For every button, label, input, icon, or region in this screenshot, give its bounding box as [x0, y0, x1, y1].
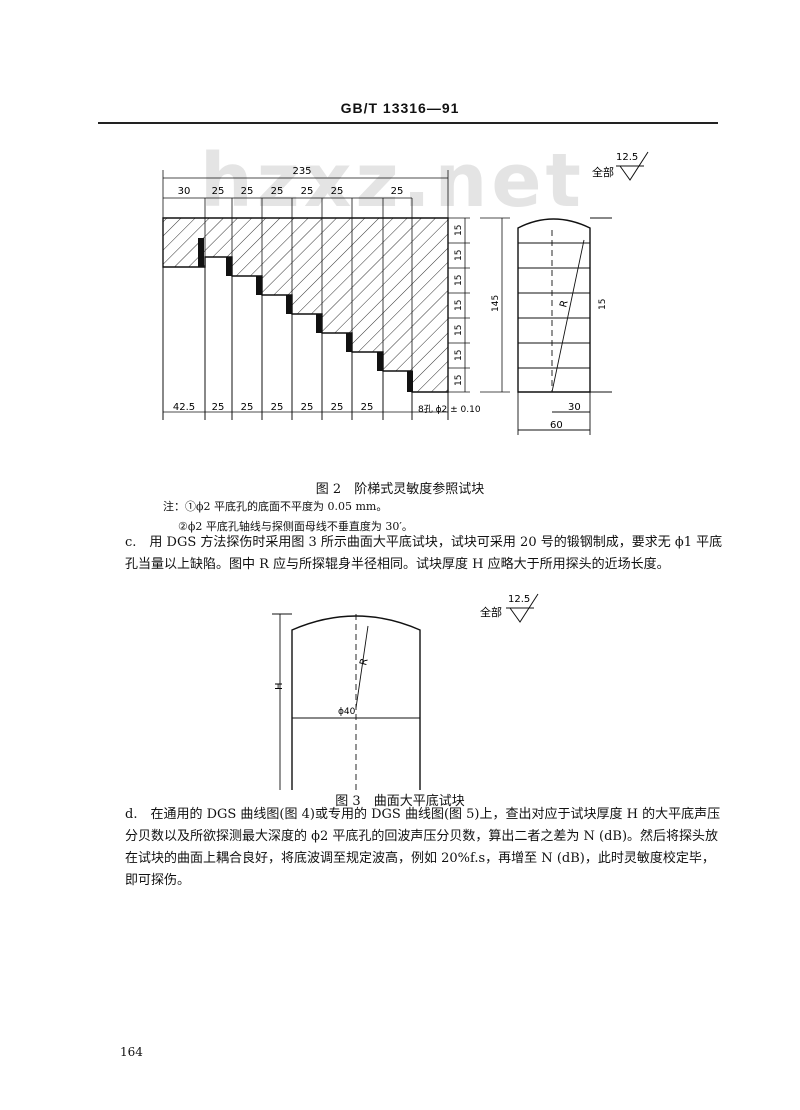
radius-label: R — [558, 299, 570, 309]
dim-top-3: 25 — [241, 186, 254, 197]
dim-top-4: 25 — [271, 186, 284, 197]
step-dim-3: 15 — [454, 275, 464, 286]
dim-bottom-1: 42.5 — [173, 402, 195, 413]
dim-60: 60 — [550, 420, 563, 431]
dim-bottom-7: 25 — [361, 402, 374, 413]
figure-3-drawing: H R ϕ40 全部 12.5 — [272, 593, 539, 790]
h-label: H — [274, 682, 285, 690]
roughness-symbol-3 — [509, 593, 539, 623]
note-1: 注：①ϕ2 平底孔的底面不平度为 0.05 mm。 — [163, 500, 388, 513]
side-view-outline — [517, 218, 591, 393]
step-dim-5: 15 — [454, 325, 464, 336]
step-dim-4: 15 — [454, 300, 464, 311]
hole-note: 8孔 ϕ2 ± 0.10 — [418, 404, 481, 415]
dim-top-2: 25 — [212, 186, 225, 197]
dim-bottom-6: 25 — [331, 402, 344, 413]
r-label: R — [358, 657, 370, 667]
dim-top-6: 25 — [331, 186, 344, 197]
figure-2-caption: 图 2 阶梯式灵敏度参照试块 — [315, 482, 485, 497]
paragraph-c: c. 用 DGS 方法探伤时采用图 3 所示曲面大平底试块，试块可采用 20 号… — [125, 535, 723, 572]
figure-2-drawing: 235 30 25 25 25 25 25 25 42.5 25 25 25 2… — [162, 151, 649, 435]
dim-145: 145 — [491, 295, 501, 312]
watermark: hzxz.net — [200, 138, 585, 224]
note-2: ②ϕ2 平底孔轴线与探侧面母线不垂直度为 30′。 — [178, 520, 413, 533]
step-dim-7: 15 — [454, 375, 464, 386]
dim-bottom-3: 25 — [241, 402, 254, 413]
step-dim-1: 15 — [454, 225, 464, 236]
dim-bottom-4: 25 — [271, 402, 284, 413]
dim-bottom-5: 25 — [301, 402, 314, 413]
page-number: 164 — [120, 1045, 143, 1059]
roughness-value: 12.5 — [616, 152, 638, 163]
standard-header: GB/T 13316—91 — [340, 100, 460, 116]
roughness-label: 全部 — [592, 165, 614, 179]
figure-3-caption: 图 3 曲面大平底试块 — [335, 794, 465, 809]
header-rule — [98, 122, 718, 124]
step-dim-2: 15 — [454, 250, 464, 261]
step-block-hatch — [162, 217, 449, 393]
roughness-value-3: 12.5 — [508, 594, 530, 605]
dim-top-1: 30 — [178, 186, 191, 197]
dim-235: 235 — [292, 166, 311, 177]
step-dim-6: 15 — [454, 350, 464, 361]
roughness-symbol — [619, 151, 649, 181]
paragraph-d: d. 在通用的 DGS 曲线图(图 4)或专用的 DGS 曲线图(图 5)上，查… — [125, 807, 721, 888]
side-dim-15: 15 — [598, 299, 608, 310]
dim-30: 30 — [568, 402, 581, 413]
block-outline — [291, 615, 421, 790]
dim-top-5: 25 — [301, 186, 314, 197]
dim-top-7: 25 — [391, 186, 404, 197]
roughness-label-3: 全部 — [480, 605, 502, 619]
diameter-label: ϕ40 — [338, 707, 356, 717]
dim-bottom-2: 25 — [212, 402, 225, 413]
